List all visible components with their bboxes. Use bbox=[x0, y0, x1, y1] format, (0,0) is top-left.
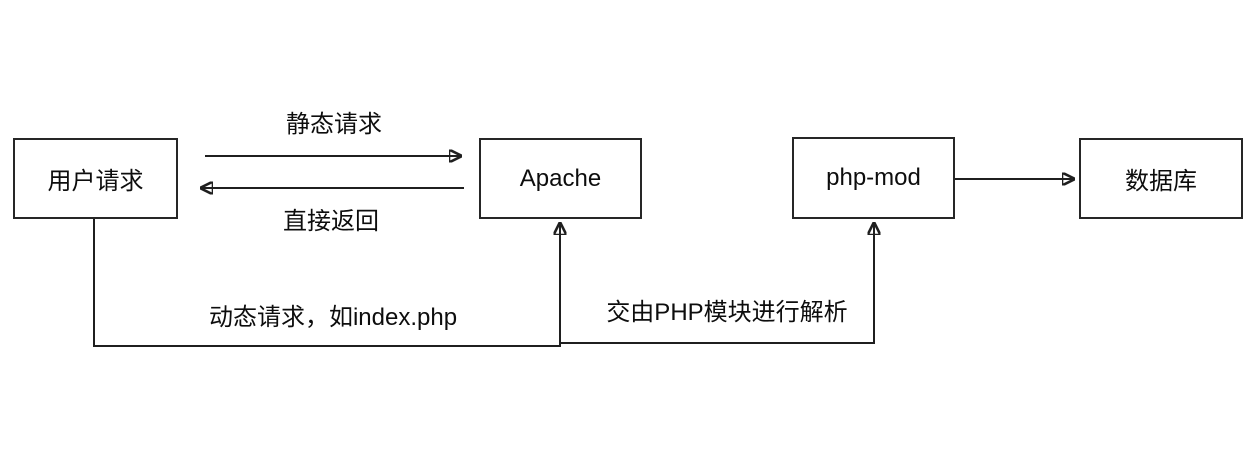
node-php-mod-label: php-mod bbox=[826, 164, 921, 191]
node-apache-label: Apache bbox=[519, 164, 602, 192]
edge-dynamic-request-arrow bbox=[93, 218, 560, 347]
edge-php-module-arrow bbox=[561, 222, 874, 344]
node-user-request-label: 用户请求 bbox=[47, 168, 144, 195]
node-user-request: 用户请求 bbox=[13, 138, 178, 219]
edge-label-php-module-parse: 交由PHP模块进行解析 bbox=[606, 299, 848, 326]
node-apache: Apache bbox=[479, 138, 642, 219]
node-php-mod: php-mod bbox=[792, 137, 955, 219]
edge-label-direct-return: 直接返回 bbox=[283, 208, 379, 235]
node-database: 数据库 bbox=[1079, 138, 1243, 219]
edge-label-static-request: 静态请求 bbox=[286, 111, 382, 138]
node-database-label: 数据库 bbox=[1125, 168, 1197, 195]
edge-label-dynamic-request: 动态请求，如index.php bbox=[208, 304, 458, 331]
